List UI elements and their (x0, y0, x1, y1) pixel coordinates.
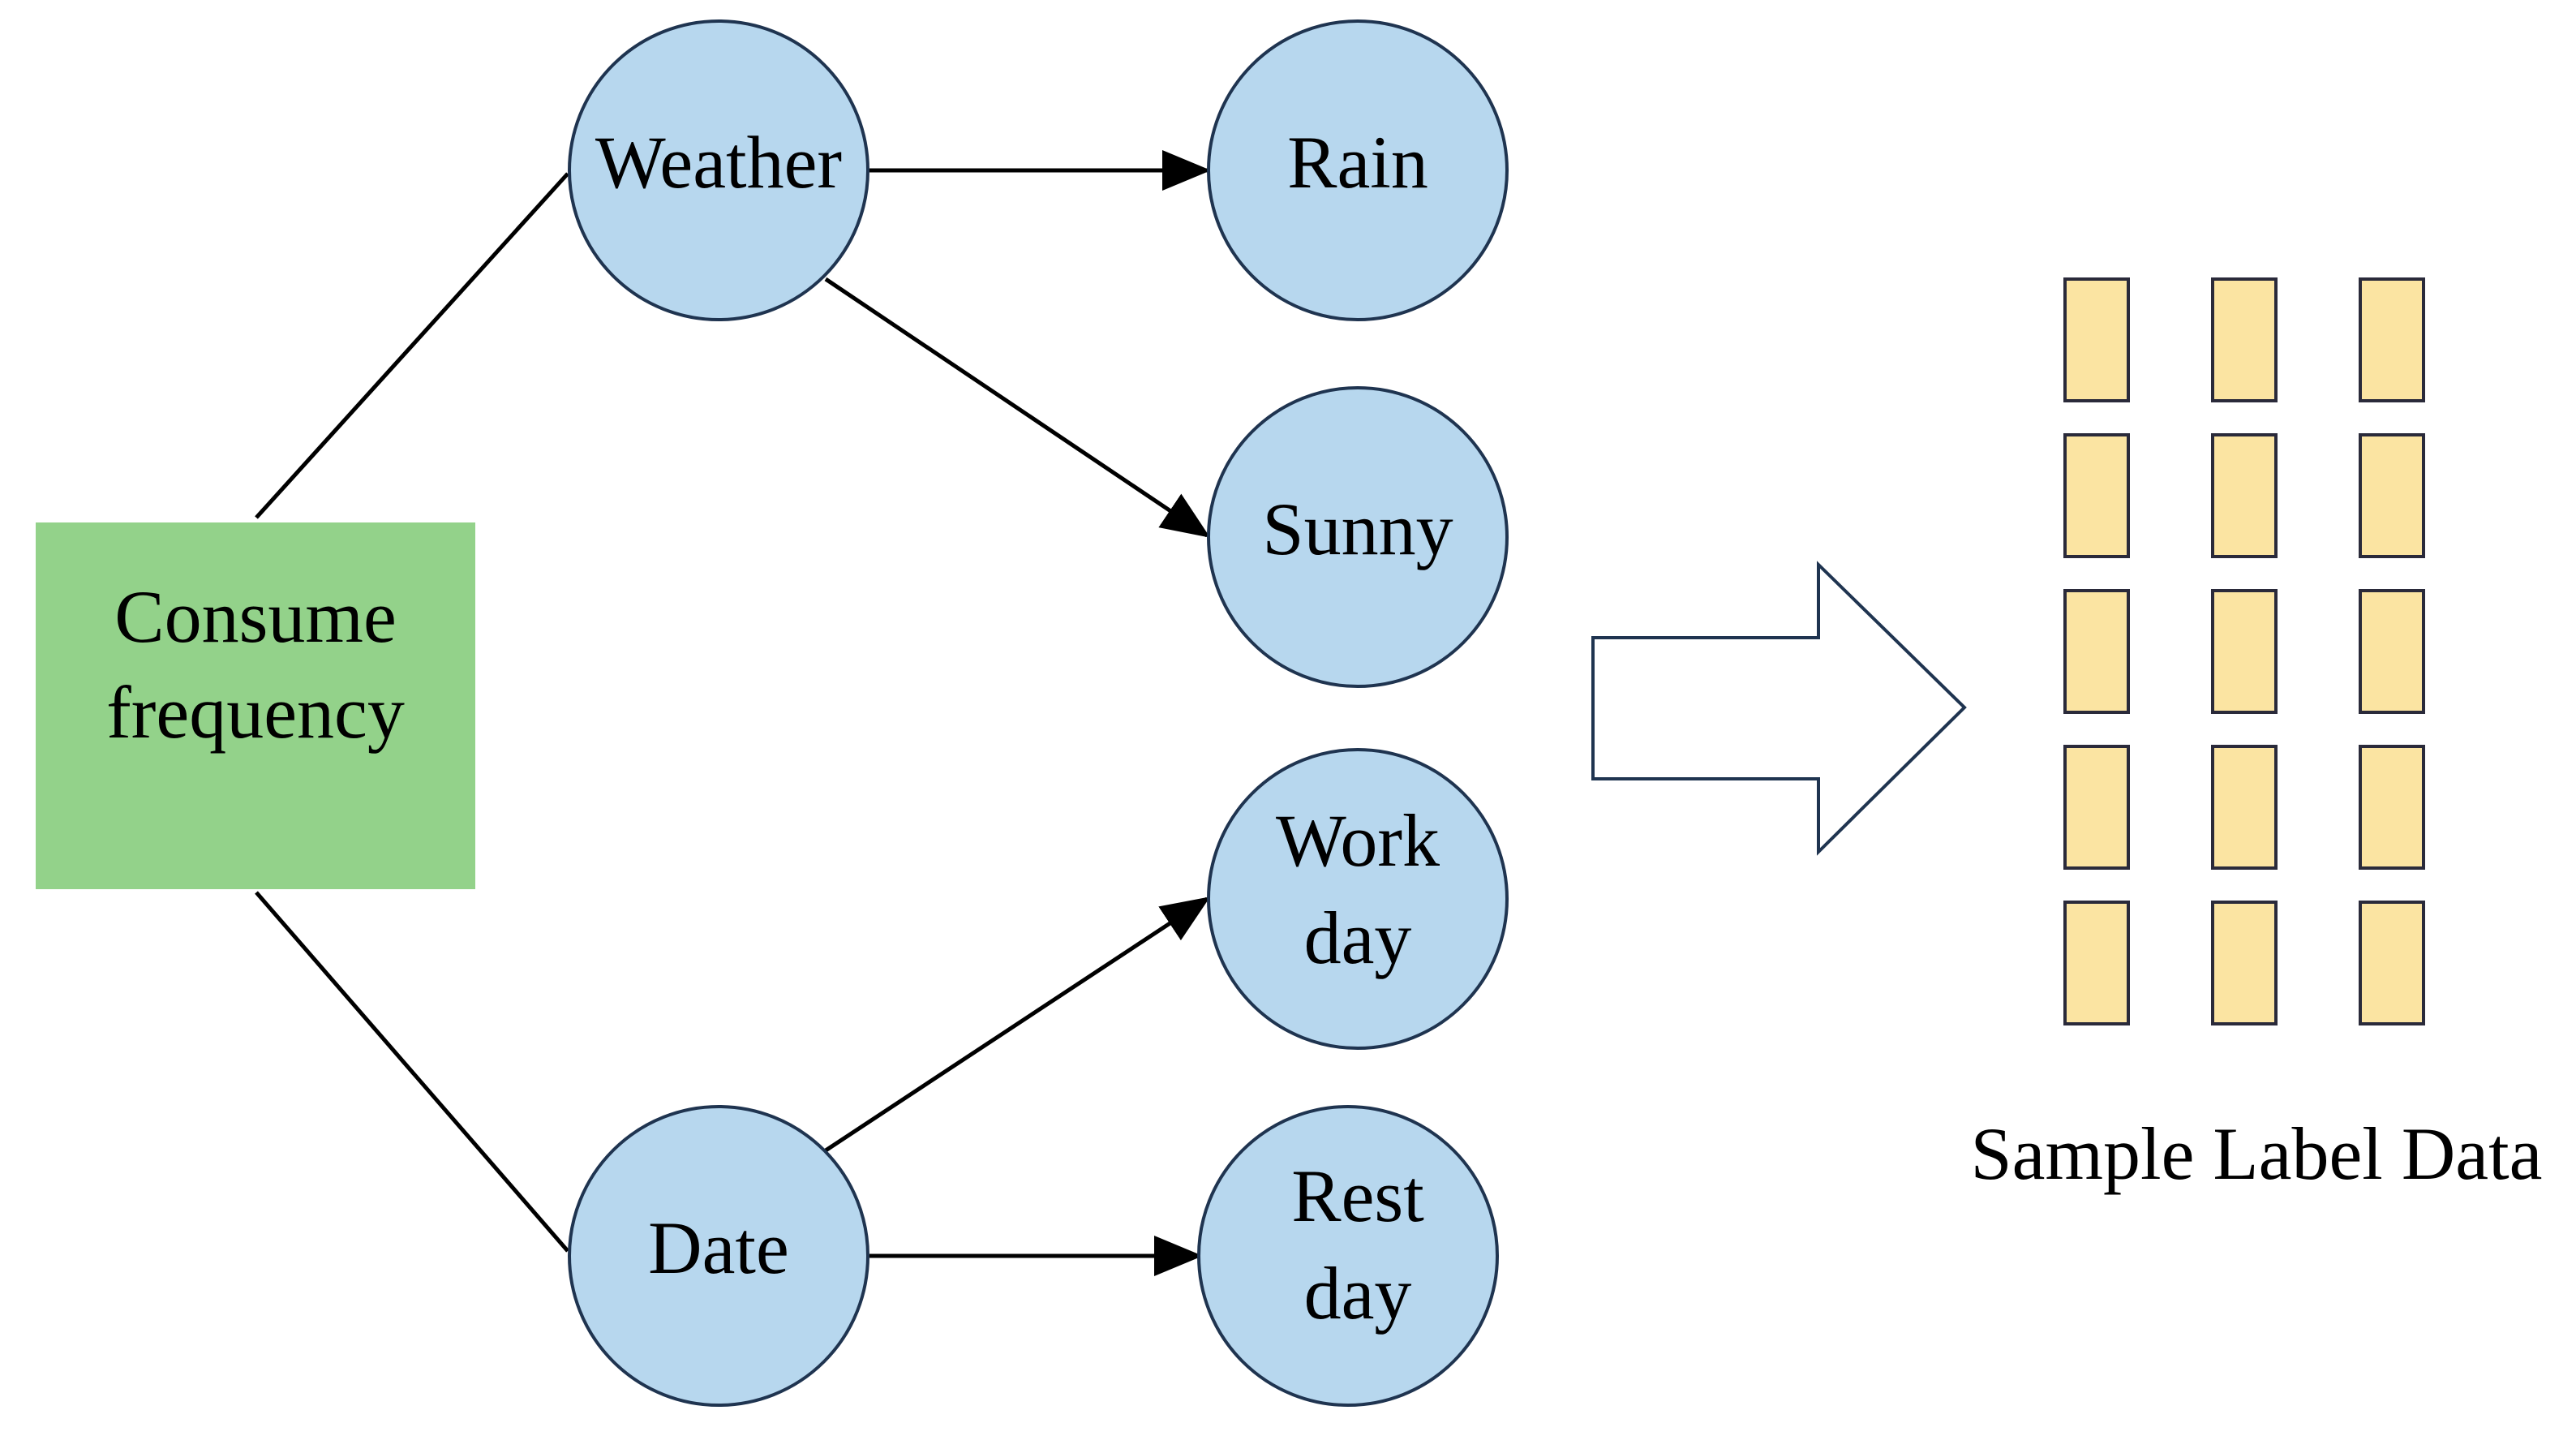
sample-cell (2211, 433, 2278, 558)
root-box (36, 522, 475, 889)
sample-cell (2359, 277, 2425, 402)
workday-node: Work day (1207, 748, 1509, 1050)
edge-root-weather (255, 172, 569, 519)
sample-cell (2359, 433, 2425, 558)
sample-cell (2063, 901, 2130, 1025)
sample-cell (2063, 433, 2130, 558)
sunny-label: Sunny (1262, 488, 1453, 570)
restday-label-line2: day (1304, 1252, 1412, 1335)
sample-cell (2211, 589, 2278, 714)
rain-label: Rain (1287, 121, 1428, 204)
sample-cell (2063, 589, 2130, 714)
date-circle (568, 1105, 869, 1407)
weather-circle (568, 19, 869, 321)
sample-label-grid (2063, 277, 2425, 1025)
sample-cell (2063, 277, 2130, 402)
rain-node: Rain (1207, 19, 1509, 321)
root-label-line1: Consume (114, 575, 397, 658)
sample-cell (2211, 745, 2278, 870)
transform-arrow-icon (1591, 561, 1967, 856)
weather-label: Weather (595, 121, 842, 204)
restday-label-line1: Rest (1291, 1154, 1424, 1237)
restday-node: Rest day (1197, 1105, 1499, 1407)
rain-circle (1207, 19, 1509, 321)
arrow-date-workday (824, 896, 1211, 1153)
weather-node: Weather (568, 19, 869, 321)
workday-label-line2: day (1304, 896, 1412, 979)
arrow-weather-sunny (824, 277, 1211, 538)
sample-caption: Sample Label Data (1970, 1112, 2542, 1195)
root-node: Consume frequency (36, 522, 475, 889)
restday-circle (1197, 1105, 1499, 1407)
sample-cell (2359, 589, 2425, 714)
root-label-line2: frequency (106, 671, 405, 754)
sample-cell (2359, 745, 2425, 870)
workday-circle (1207, 748, 1509, 1050)
sample-cell (2211, 901, 2278, 1025)
sunny-node: Sunny (1207, 386, 1509, 688)
date-node: Date (568, 1105, 869, 1407)
sunny-circle (1207, 386, 1509, 688)
sample-cell (2211, 277, 2278, 402)
connectors (255, 150, 1211, 1276)
date-label: Date (648, 1206, 789, 1289)
sample-cell (2063, 745, 2130, 870)
sample-cell (2359, 901, 2425, 1025)
workday-label-line1: Work (1276, 799, 1440, 882)
edge-root-date (255, 891, 569, 1253)
